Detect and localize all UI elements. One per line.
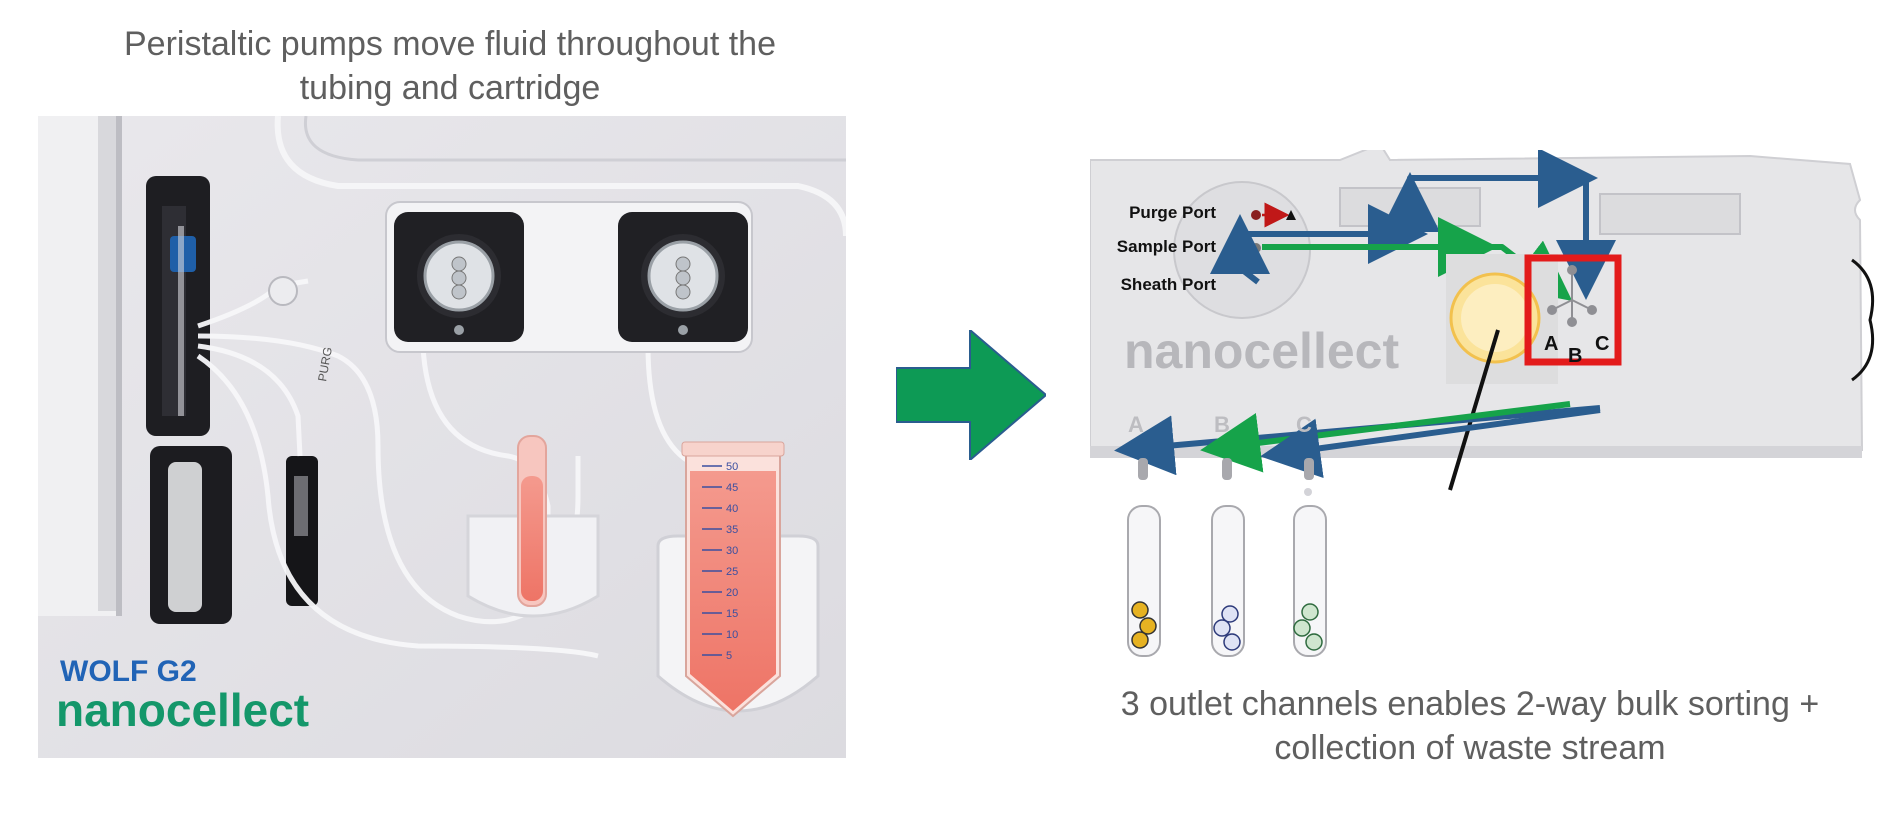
graduation-label: 10 <box>726 629 738 641</box>
right-arrow-icon <box>896 330 1046 460</box>
graduation-label: 35 <box>726 524 738 536</box>
graduation-label: 20 <box>726 587 738 599</box>
right-caption-line2: collection of waste stream <box>1274 729 1666 767</box>
graduation-label: 25 <box>726 566 738 578</box>
outlet-label-c: C <box>1296 412 1312 437</box>
junction-icon <box>1547 265 1597 327</box>
right-caption-line1: 3 outlet channels enables 2-way bulk sor… <box>1120 685 1820 723</box>
cartridge-diagram: Purge Port Sample Port Sheath Port nanoc… <box>1090 150 1875 657</box>
graduation-label: 50 <box>726 461 738 473</box>
sample-port-label: Sample Port <box>1117 237 1217 256</box>
graduation-label: 40 <box>726 503 738 515</box>
left-caption: Peristaltic pumps move fluid throughout … <box>60 22 840 110</box>
graduation-label: 15 <box>726 608 738 620</box>
left-caption-line1: Peristaltic pumps move fluid throughout … <box>123 25 776 63</box>
cartridge-logo: nanocellect <box>1124 323 1399 379</box>
graduation-marks: 50 45 40 35 30 25 20 15 10 5 <box>702 461 738 662</box>
outlet-label-b: B <box>1214 412 1230 437</box>
collection-tube-b <box>1211 505 1245 657</box>
left-caption-line2: tubing and cartridge <box>299 69 601 107</box>
graduation-label: 5 <box>726 650 732 662</box>
brand-name: nanocellect <box>56 684 309 736</box>
sheath-flow-path <box>1210 150 1616 300</box>
peristaltic-pump-1 <box>394 212 524 342</box>
outlet-flow-paths <box>1114 401 1601 479</box>
graduation-label: 45 <box>726 482 738 494</box>
collection-tube-a <box>1127 505 1161 657</box>
sort-label-c: C <box>1595 333 1609 355</box>
right-caption: 3 outlet channels enables 2-way bulk sor… <box>1080 682 1860 770</box>
collection-tube-c <box>1293 505 1327 657</box>
peristaltic-pump-2 <box>618 212 748 342</box>
sample-valve <box>146 176 210 436</box>
instrument-photo: PURG 50 45 40 35 30 25 20 15 10 5 WOLF G2 nanocel… <box>38 116 846 758</box>
sort-label-b: B <box>1568 345 1582 367</box>
sort-label-a: A <box>1544 333 1558 355</box>
sort-junction-highlight <box>1524 254 1622 366</box>
graduation-label: 30 <box>726 545 738 557</box>
purge-port-label: Purge Port <box>1129 203 1216 222</box>
outlet-label-a: A <box>1128 412 1144 437</box>
sheath-port-label: Sheath Port <box>1121 275 1217 294</box>
brand-model: WOLF G2 <box>60 655 197 688</box>
tube-label: PURG <box>315 346 335 383</box>
callout-line <box>1448 329 1500 491</box>
